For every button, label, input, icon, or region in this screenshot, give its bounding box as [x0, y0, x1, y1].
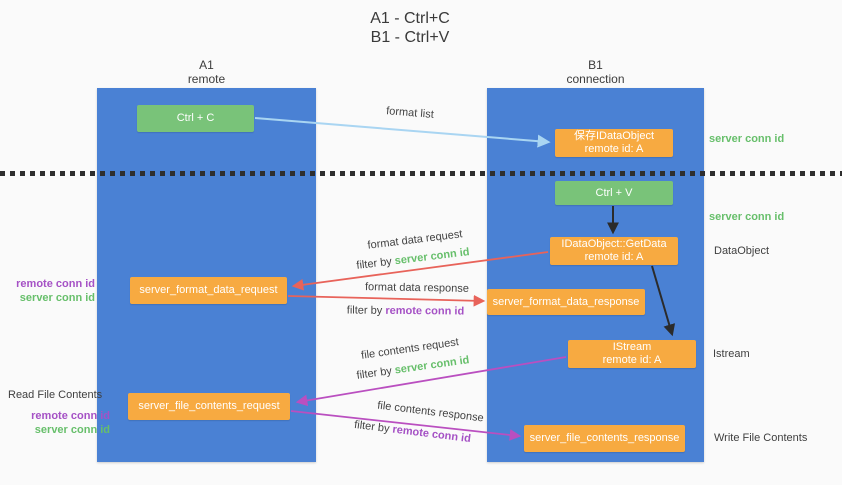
node-server-file-contents-response: server_file_contents_response	[524, 425, 685, 452]
server-conn-id-text: server conn id	[19, 292, 95, 304]
remote-conn-id-text: remote conn id	[16, 278, 95, 290]
label-read-file-contents: Read File Contents	[8, 389, 103, 401]
node-ctrl-v: Ctrl + V	[555, 181, 673, 205]
node-istream-line1: IStream	[612, 341, 652, 353]
column-a1-role: remote	[187, 72, 226, 86]
node-idataobject-getdata-line2: remote id: A	[584, 251, 644, 263]
node-server-format-data-request-label: server_format_data_request	[139, 284, 278, 296]
label-filter-by-remote-conn-id-2: filter by remote conn id	[350, 418, 476, 445]
label-format-data-response: format data response	[364, 281, 470, 295]
node-server-file-contents-request: server_file_contents_request	[128, 393, 290, 420]
node-istream: IStream remote id: A	[568, 340, 696, 368]
column-a1-name: A1	[199, 58, 214, 72]
title-line-2: B1 - Ctrl+V	[370, 29, 450, 46]
column-b1-role: connection	[566, 72, 625, 86]
node-idataobject-getdata: IDataObject::GetData remote id: A	[550, 237, 678, 265]
filter-by-text: filter by	[346, 304, 383, 317]
label-filter-by-remote-conn-id-1: filter by remote conn id	[338, 304, 473, 317]
node-ctrl-c: Ctrl + C	[137, 105, 254, 132]
column-header-a1: A1 remote	[97, 58, 316, 86]
label-conn-ids-left-top: remote conn id server conn id	[0, 277, 95, 305]
label-write-file-contents: Write File Contents	[714, 432, 808, 444]
arrow-format-data-response	[287, 294, 486, 307]
node-server-file-contents-response-label: server_file_contents_response	[529, 432, 680, 444]
node-save-idataobject: 保存IDataObject remote id: A	[555, 129, 673, 157]
remote-conn-id-text: remote conn id	[391, 423, 472, 446]
filter-by-text: filter by	[353, 418, 391, 436]
label-format-list: format list	[385, 105, 435, 121]
filter-by-text: filter by	[355, 255, 393, 272]
server-conn-id-text: server conn id	[393, 354, 471, 377]
node-ctrl-v-label: Ctrl + V	[595, 186, 633, 199]
server-conn-id-text: server conn id	[394, 246, 471, 268]
node-ctrl-c-label: Ctrl + C	[176, 112, 215, 124]
node-server-format-data-request: server_format_data_request	[130, 277, 287, 304]
label-istream: Istream	[713, 348, 750, 360]
remote-conn-id-text: remote conn id	[385, 304, 465, 318]
node-server-format-data-response: server_format_data_response	[487, 289, 645, 315]
node-server-format-data-response-label: server_format_data_response	[492, 295, 640, 308]
remote-conn-id-text: remote conn id	[31, 410, 110, 422]
page-title: A1 - Ctrl+C B1 - Ctrl+V	[300, 9, 520, 47]
label-file-contents-response: file contents response	[376, 399, 485, 425]
column-b1-name: B1	[588, 58, 603, 72]
label-conn-ids-left-bottom: remote conn id server conn id	[0, 409, 110, 437]
label-server-conn-id-right-top: server conn id	[709, 133, 785, 145]
label-dataobject: DataObject	[714, 245, 770, 257]
node-save-idataobject-line2: remote id: A	[584, 143, 644, 155]
column-header-b1: B1 connection	[487, 58, 704, 86]
node-save-idataobject-line1: 保存IDataObject	[573, 130, 655, 142]
server-conn-id-text: server conn id	[34, 424, 110, 436]
node-istream-line2: remote id: A	[602, 354, 662, 366]
node-idataobject-getdata-line1: IDataObject::GetData	[561, 238, 667, 250]
filter-by-text: filter by	[355, 365, 393, 382]
label-server-conn-id-right-mid: server conn id	[709, 211, 785, 223]
title-line-1: A1 - Ctrl+C	[370, 10, 450, 27]
node-server-file-contents-request-label: server_file_contents_request	[138, 400, 280, 412]
dotted-separator	[0, 171, 842, 176]
